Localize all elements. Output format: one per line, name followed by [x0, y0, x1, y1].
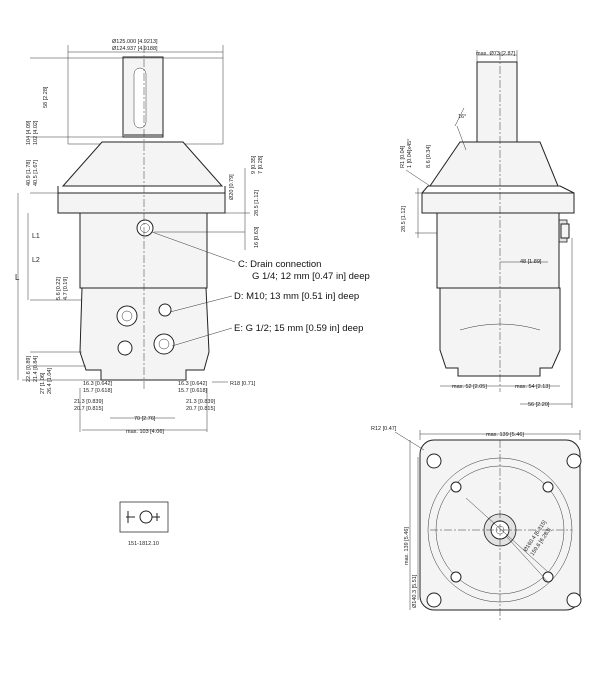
- dim-21-3-right: 21.3 [0.839]: [186, 399, 216, 405]
- symbol-code: 151-1812.10: [128, 541, 159, 547]
- shaft-length: 58 [2.28]: [43, 86, 49, 108]
- dim-r12: R12 [0.47]: [371, 426, 397, 432]
- pilot-b: 40.5 [1.67]: [33, 160, 39, 186]
- dim-26-4: 26.4 [1.04]: [47, 368, 53, 394]
- dim-r1: R1 [0.04]: [400, 145, 406, 168]
- dim-21-3-left: 21.3 [0.839]: [74, 399, 104, 405]
- flange-dia-top: Ø125.000 [4.9213]: [112, 39, 158, 45]
- dim-max-139-v: max. 139 [5.46]: [404, 527, 410, 565]
- dim-5-6: 5.6 [0.22]: [56, 277, 62, 300]
- dim-4-7: 4.7 [0.19]: [63, 277, 69, 300]
- dim-56: 56 [2.20]: [528, 402, 550, 408]
- overall-top-b: 102 [4.02]: [33, 120, 39, 145]
- dim-max-103: max. 103 [4.06]: [126, 429, 164, 435]
- dim-L2: L2: [32, 257, 40, 264]
- port-callouts: C: Drain connection G 1/4; 12 mm [0.47 i…: [234, 259, 370, 334]
- dim-r18: R18 [0.71]: [230, 381, 256, 387]
- overall-top-a: 104 [4.09]: [26, 120, 32, 145]
- dim-8-6: 8.6 [0.34]: [426, 145, 432, 168]
- callout-e: E: G 1/2; 15 mm [0.59 in] deep: [234, 323, 363, 334]
- callout-c-line2: G 1/4; 12 mm [0.47 in] deep: [252, 271, 370, 282]
- dim-15-7-right: 15.7 [0.618]: [178, 388, 208, 394]
- pilot-a: 40.9 [1.78]: [26, 160, 32, 186]
- callout-d: D: M10; 13 mm [0.51 in] deep: [234, 291, 359, 302]
- dim-28-5: 28.5 [1.12]: [254, 190, 260, 216]
- side-view-dimensions: max. Ø73 [2.87] 16° R1 [0.04] 1 [0.04]x4…: [400, 51, 550, 408]
- dim-L: L: [15, 273, 20, 282]
- dim-140-3: Ø140.3 [5.51]: [412, 574, 418, 608]
- dim-max-52: max. 52 [2.05]: [452, 384, 487, 390]
- dim-max-139-h: max. 139 [5.46]: [486, 432, 524, 438]
- dim-max-54: max. 54 [2.13]: [515, 384, 550, 390]
- flange-dia-bottom: Ø124.937 [4.9188]: [112, 46, 158, 52]
- dim-22-6: 22.6 [0.89]: [26, 356, 32, 382]
- dim-16: 16 [0.63]: [254, 226, 260, 248]
- dim-16-3-right: 16.3 [0.642]: [178, 381, 208, 387]
- dim-chamfer: 1 [0.04]x45°: [407, 139, 413, 168]
- front-view: [17, 45, 250, 432]
- callout-c-line1: C: Drain connection: [238, 259, 321, 270]
- motor-symbol-icon: [139, 510, 153, 524]
- dim-27: 27 [1.06]: [40, 372, 46, 394]
- dim-16-3-left: 16.3 [0.642]: [83, 381, 113, 387]
- dim-15-7-left: 15.7 [0.618]: [83, 388, 113, 394]
- front-view-dimensions: Ø125.000 [4.9213] Ø124.937 [4.9188] 58 […: [15, 39, 264, 435]
- dia-20: Ø20 [0.79]: [229, 174, 235, 200]
- dim-L1: L1: [32, 233, 40, 240]
- dim-20-7-left: 20.7 [0.815]: [74, 406, 104, 412]
- bottom-view: [394, 430, 582, 620]
- hydraulic-symbol: 151-1812.10: [119, 501, 169, 547]
- dim-max-73: max. Ø73 [2.87]: [476, 51, 516, 57]
- dim-28-5-side: 28.5 [1.12]: [401, 206, 407, 232]
- dim-20-7-right: 20.7 [0.815]: [186, 406, 216, 412]
- dim-16-deg: 16°: [458, 114, 466, 120]
- dim-9: 9 [0.35]: [251, 155, 257, 174]
- dim-21-4: 21.4 [0.84]: [33, 356, 39, 382]
- dim-48: 48 [1.89]: [520, 259, 542, 265]
- dim-70: 70 [2.76]: [134, 416, 156, 422]
- dim-7: 7 [0.28]: [258, 155, 264, 174]
- side-view: [405, 50, 575, 408]
